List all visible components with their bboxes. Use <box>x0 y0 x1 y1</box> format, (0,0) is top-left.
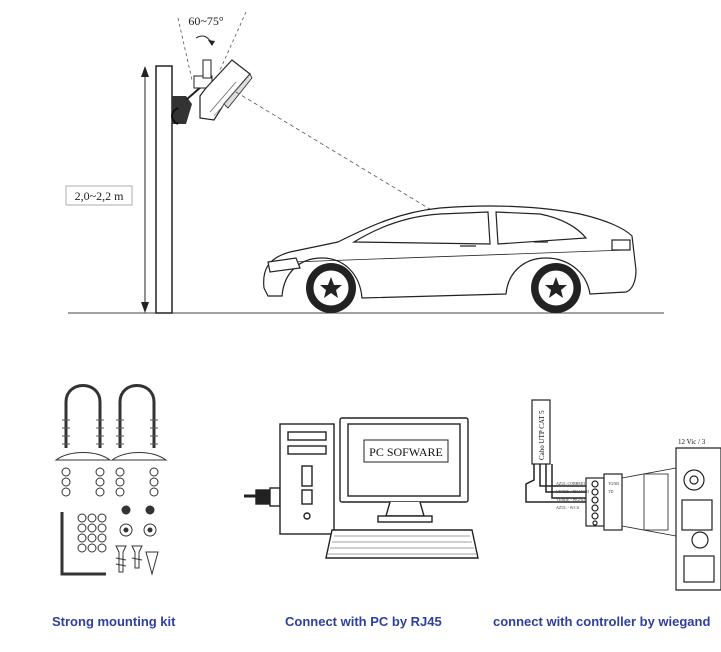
front-wheel <box>306 263 356 313</box>
angle-arc-arrow <box>195 35 213 45</box>
lpr-camera <box>193 59 253 121</box>
clamp-plate-right <box>110 452 168 461</box>
screws <box>115 545 159 576</box>
nuts-and-washers <box>61 467 159 497</box>
voltage-label: 12 Vic / 3 <box>678 438 706 446</box>
keyboard <box>325 529 479 559</box>
height-arrow <box>141 66 149 313</box>
camera-view-line <box>235 91 439 215</box>
terminal-label: TD <box>608 489 613 494</box>
allen-key <box>60 512 106 576</box>
camera-bracket <box>171 85 203 125</box>
top-diagram: 2,0~2,2 m 60~75° <box>65 11 664 314</box>
terminal-labels: AZUL CORREIO TGND VERDE / BRANCO TD VERD… <box>556 481 619 510</box>
pc-illustration <box>244 417 479 559</box>
rear-wheel <box>531 263 581 313</box>
terminal-label: AZUL - W.CS <box>556 505 579 510</box>
terminal-label: VERDE / BRANCO <box>556 489 589 494</box>
washer-grid <box>77 513 107 553</box>
terminal-label: VERDE - WGND <box>556 497 585 502</box>
clamp-plate-left <box>54 452 112 461</box>
cable-label: Cabo UTP CAT 5 <box>538 410 546 460</box>
u-bolt-right <box>118 384 156 448</box>
mounting-kit-illustration <box>54 384 168 576</box>
terminal-label: AZUL CORREIO <box>556 481 585 486</box>
caption-mounting-kit: Strong mounting kit <box>52 614 176 629</box>
angle-guide-vertical <box>177 17 193 81</box>
pc-screen-text: PC SOFWARE <box>369 445 443 459</box>
car <box>263 205 637 299</box>
caption-pc-connection: Connect with PC by RJ45 <box>285 614 442 629</box>
hex-bolts <box>119 505 157 537</box>
terminal-label: TGND <box>608 481 619 486</box>
mounting-pole <box>155 65 173 314</box>
angle-guide-tilted <box>219 11 247 71</box>
caption-controller-connection: connect with controller by wiegand <box>493 614 711 629</box>
height-label-box <box>65 185 133 206</box>
u-bolt-left <box>64 384 102 448</box>
height-label: 2,0~2,2 m <box>75 189 124 203</box>
wiring-illustration <box>525 399 721 591</box>
angle-arc-head <box>208 40 215 46</box>
angle-label: 60~75° <box>188 14 223 28</box>
utp-cable <box>531 399 551 465</box>
